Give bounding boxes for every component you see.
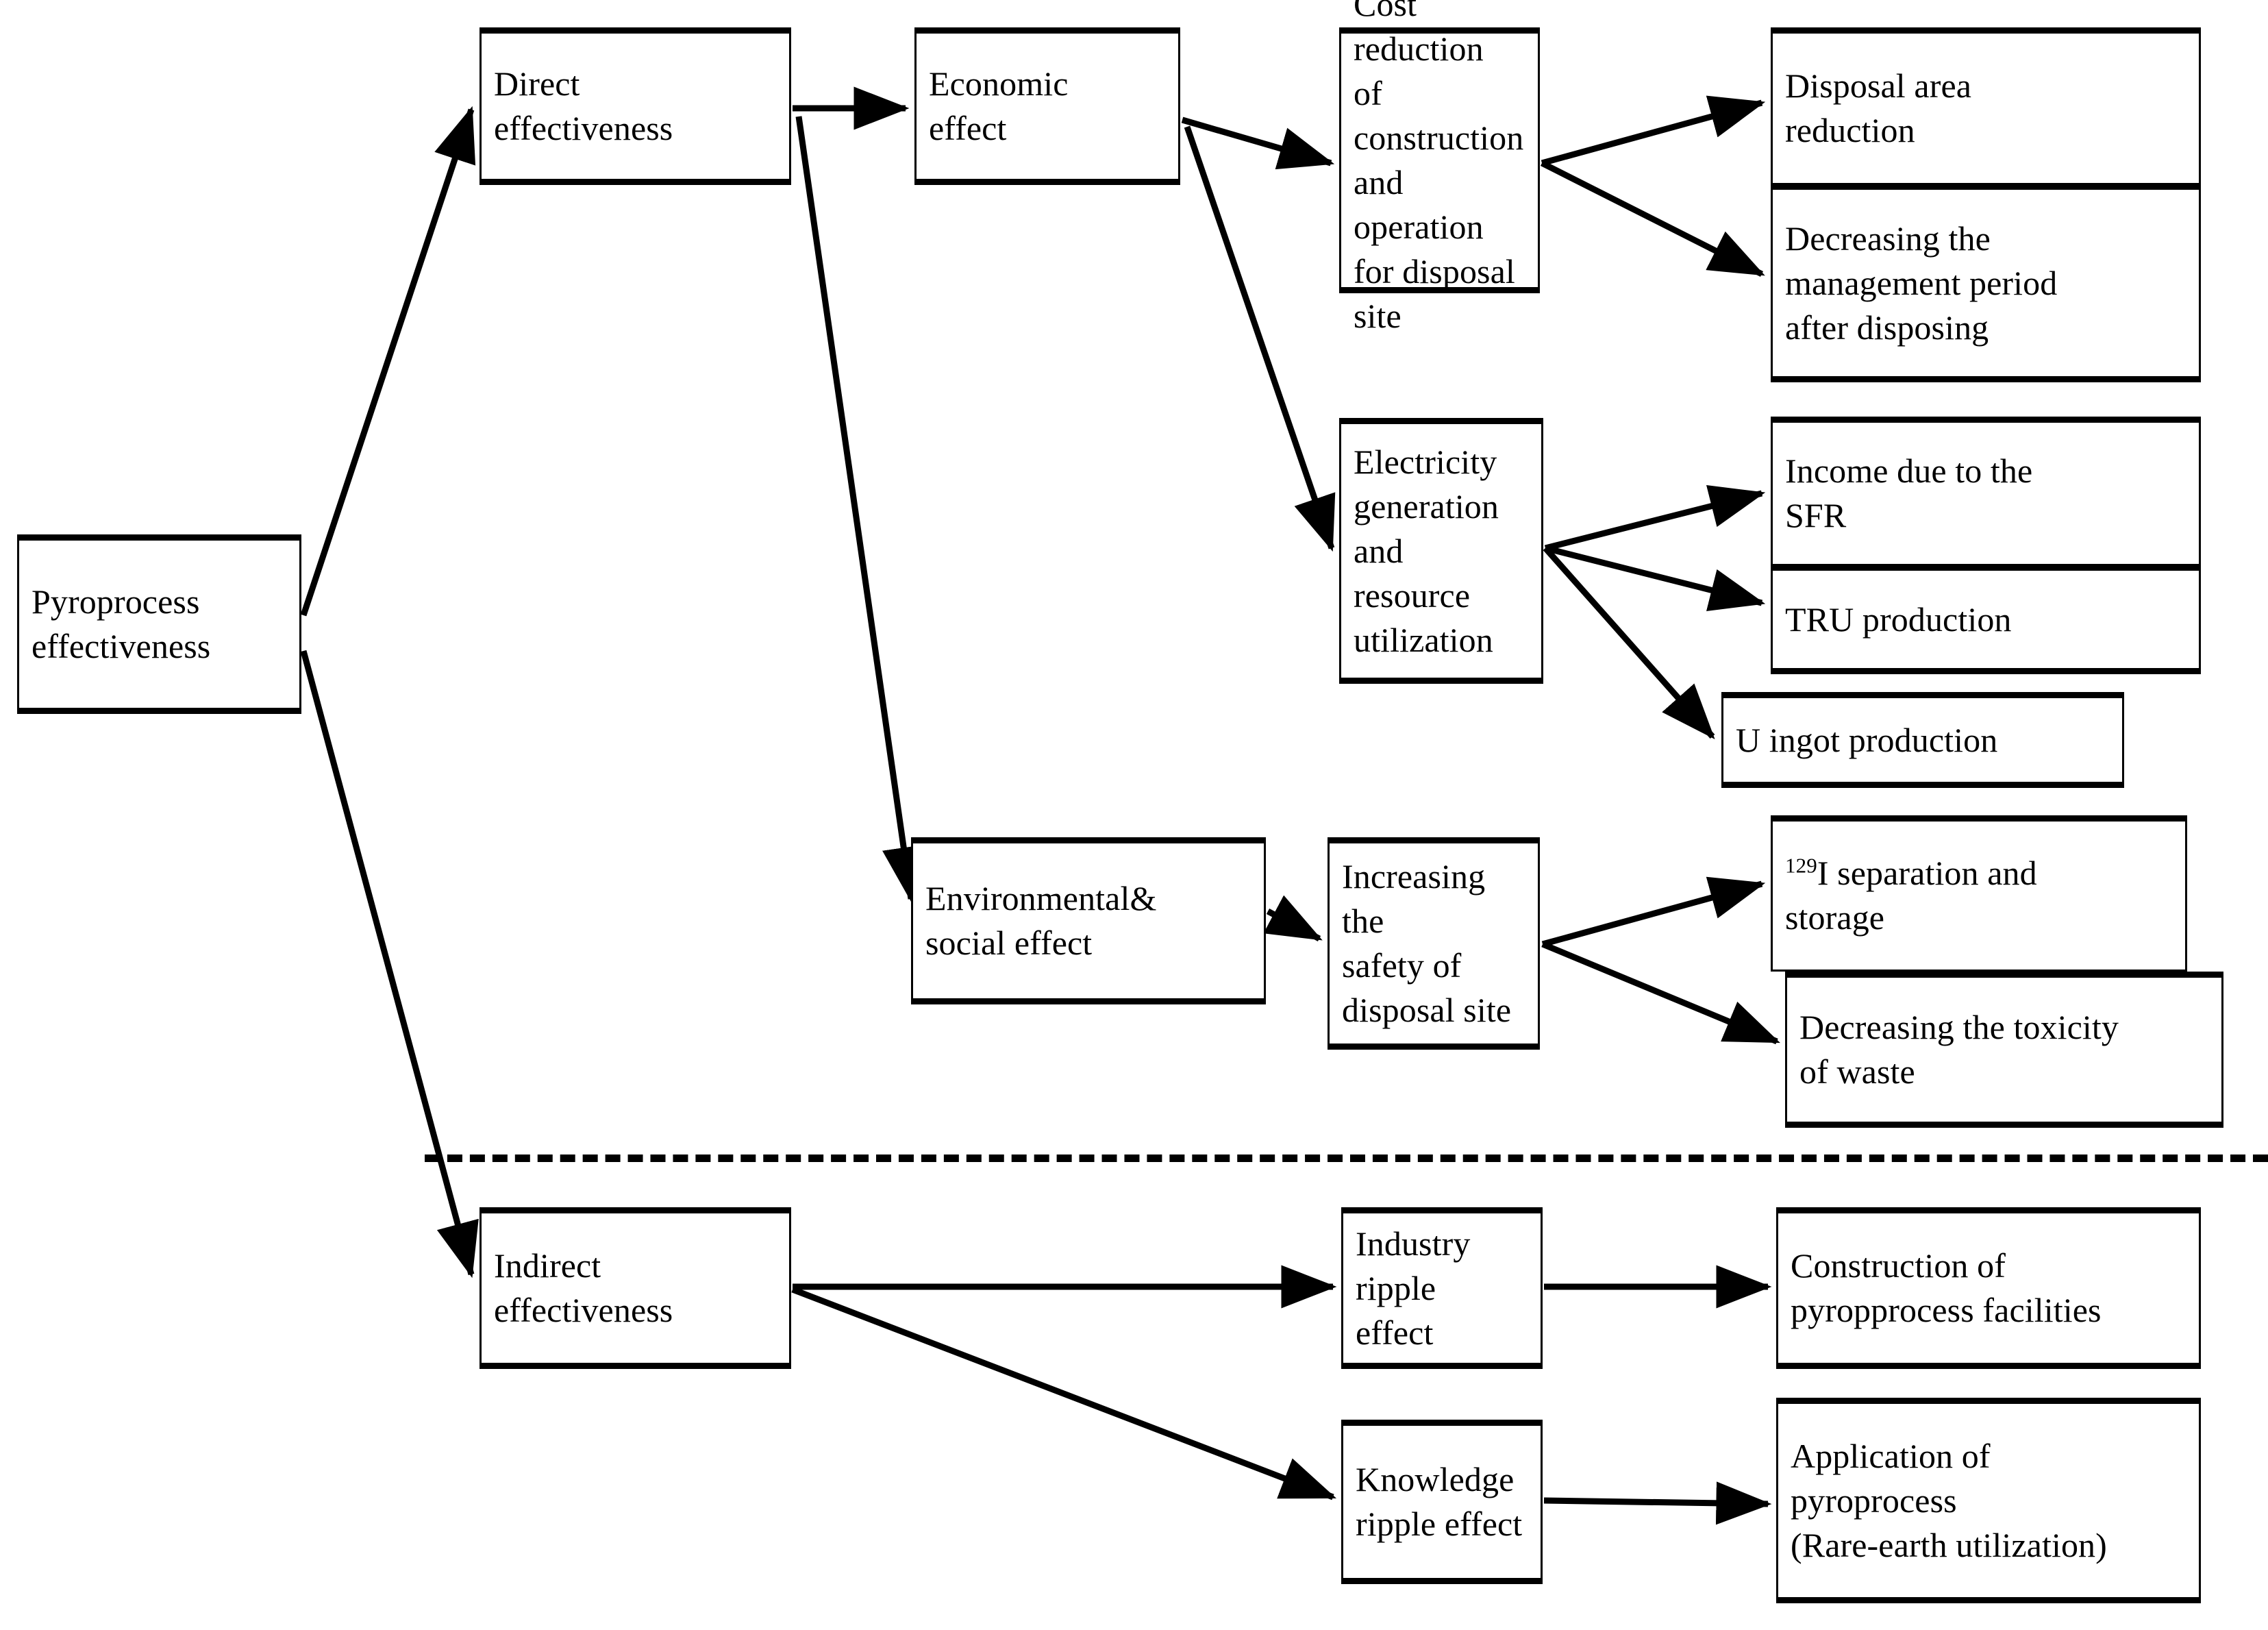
node-label-disposalarea: Disposal area reduction (1785, 66, 1972, 149)
node-label-incomesfr: Income due to the SFR (1785, 452, 2033, 534)
direct-indirect-separator (425, 1154, 2268, 1162)
node-costred[interactable]: Cost reduction of construction and opera… (1339, 0, 1540, 335)
node-label-costred: Cost reduction of construction and opera… (1354, 0, 1524, 335)
node-direct[interactable]: Direct effectiveness (479, 27, 791, 185)
node-i129[interactable]: 129I separation and storage (1771, 815, 2187, 972)
edge-safety-to-i129 (1541, 876, 1766, 948)
edge-direct-to-envsocial (795, 116, 925, 903)
node-electricity[interactable]: Electricity generation and resource util… (1339, 418, 1543, 684)
node-uingot[interactable]: U ingot production (1721, 692, 2124, 788)
edge-envsocial-to-safety (1263, 895, 1323, 941)
node-truprod[interactable]: TRU production (1771, 565, 2201, 674)
node-mgmtperiod[interactable]: Decreasing the management period after d… (1771, 184, 2201, 382)
node-label-mgmtperiod: Decreasing the management period after d… (1785, 219, 2058, 347)
node-label-envsocial: Environmental& social effect (925, 879, 1157, 962)
node-incomesfr[interactable]: Income due to the SFR (1771, 417, 2201, 566)
edge-electricity-to-incomesfr (1544, 485, 1766, 552)
node-knowledge[interactable]: Knowledge ripple effect (1341, 1420, 1543, 1584)
edge-electricity-to-truprod (1544, 545, 1766, 611)
edge-economic-to-electricity (1184, 125, 1336, 552)
node-envsocial[interactable]: Environmental& social effect (911, 837, 1266, 1004)
node-label-root: Pyroprocess effectiveness (32, 582, 211, 665)
node-toxicity[interactable]: Decreasing the toxicity of waste (1785, 972, 2223, 1128)
node-root[interactable]: Pyroprocess effectiveness (17, 534, 301, 714)
node-label-construction: Construction of pyropprocess facilities (1791, 1246, 2102, 1329)
node-label-truprod: TRU production (1785, 600, 2012, 639)
node-label-i129: 129I separation and storage (1785, 853, 2037, 937)
node-label-industry: Industry ripple effect (1356, 1224, 1471, 1352)
node-label-economic: Economic effect (929, 64, 1069, 147)
node-construction[interactable]: Construction of pyropprocess facilities (1776, 1207, 2201, 1369)
edge-safety-to-toxicity (1541, 941, 1780, 1045)
edge-electricity-to-uingot (1543, 546, 1715, 740)
node-industry[interactable]: Industry ripple effect (1341, 1207, 1543, 1369)
edge-knowledge-to-application (1543, 1481, 1772, 1525)
node-label-application: Application of pyroprocess (Rare-earth u… (1791, 1436, 2107, 1564)
node-label-toxicity: Decreasing the toxicity of waste (1799, 1008, 2119, 1091)
node-label-indirect: Indirect effectiveness (494, 1246, 673, 1329)
node-indirect[interactable]: Indirect effectiveness (479, 1207, 791, 1369)
node-label-direct: Direct effectiveness (494, 64, 673, 147)
node-label-electricity: Electricity generation and resource util… (1354, 442, 1499, 659)
edge-root-to-indirect (300, 650, 479, 1279)
node-disposalarea[interactable]: Disposal area reduction (1771, 27, 2201, 185)
node-label-safety: Increasing the safety of disposal site (1342, 857, 1512, 1029)
edge-costred-to-disposalarea (1541, 95, 1766, 166)
node-application[interactable]: Application of pyroprocess (Rare-earth u… (1776, 1398, 2201, 1603)
node-label-uingot: U ingot production (1736, 720, 1998, 759)
edge-costred-to-mgmtperiod (1540, 160, 1765, 277)
node-label-knowledge: Knowledge ripple effect (1356, 1460, 1523, 1543)
superscript-mass-number: 129 (1785, 853, 1817, 878)
edge-indirect-to-knowledge (791, 1286, 1337, 1501)
edge-root-to-direct (300, 106, 476, 617)
edge-economic-to-costred (1181, 116, 1335, 170)
node-safety[interactable]: Increasing the safety of disposal site (1328, 837, 1540, 1050)
node-economic[interactable]: Economic effect (914, 27, 1180, 185)
